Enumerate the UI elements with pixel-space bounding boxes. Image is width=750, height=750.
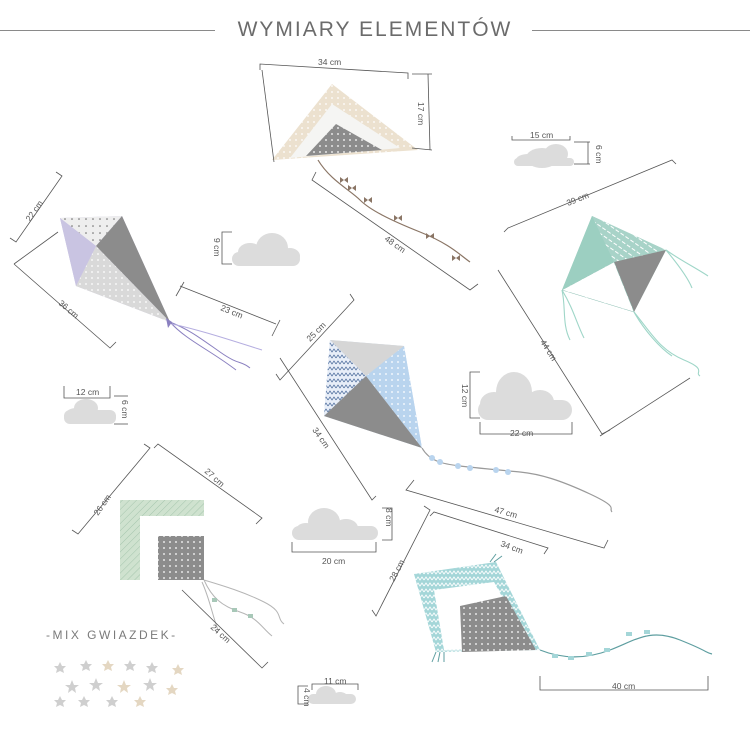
star-mix bbox=[54, 660, 184, 707]
lower-right-kite: 28 cm 34 cm 40 cm bbox=[371, 505, 713, 691]
top-kite-height-label: 17 cm bbox=[416, 102, 426, 125]
cloud-right-width-label: 22 cm bbox=[510, 428, 533, 438]
lower-right-kite-side-b-label: 34 cm bbox=[499, 538, 524, 555]
small-cloud: 12 cm 6 cm bbox=[63, 386, 130, 425]
cloud-right: 12 cm 22 cm bbox=[460, 371, 573, 438]
lower-left-kite-tail-label: 24 cm bbox=[209, 622, 233, 645]
cloud-left-height-label: 9 cm bbox=[212, 238, 222, 256]
left-kite-side-b-label: 36 cm bbox=[57, 298, 81, 321]
tiny-cloud-width-label: 11 cm bbox=[324, 676, 347, 686]
right-kite-side-b-label: 44 cm bbox=[538, 338, 559, 363]
header-rule-left bbox=[0, 30, 215, 31]
center-kite-tail-label: 47 cm bbox=[493, 504, 518, 520]
left-kite-tail-label: 23 cm bbox=[219, 303, 244, 321]
tiny-cloud-height-label: 4 cm bbox=[302, 688, 312, 706]
star-mix-label: -MIX GWIAZDEK- bbox=[46, 628, 178, 642]
small-cloud-width-label: 12 cm bbox=[76, 387, 99, 397]
top-kite: 34 cm 17 cm 48 cm bbox=[259, 57, 479, 291]
cloud-right-height-label: 12 cm bbox=[460, 384, 470, 407]
cloud-top-width-label: 15 cm bbox=[530, 130, 553, 140]
cloud-center: 20 cm 8 cm bbox=[291, 507, 394, 566]
center-kite-side-b-label: 34 cm bbox=[310, 425, 331, 450]
cloud-top-height-label: 6 cm bbox=[594, 145, 604, 163]
top-kite-tail-label: 48 cm bbox=[383, 233, 408, 254]
top-kite-width-label: 34 cm bbox=[318, 57, 341, 67]
tiny-cloud: 11 cm 4 cm bbox=[297, 676, 359, 706]
lower-right-kite-side-a-label: 28 cm bbox=[387, 558, 407, 583]
left-kite-side-a-label: 22 cm bbox=[23, 198, 44, 223]
right-kite: 39 cm 44 cm bbox=[497, 159, 709, 437]
lower-left-kite: 26 cm 27 cm 24 cm bbox=[71, 443, 285, 669]
page-title-text: WYMIARY ELEMENTÓW bbox=[223, 18, 527, 41]
left-kite: 22 cm 36 cm 23 cm bbox=[9, 171, 281, 371]
lower-left-kite-side-a-label: 26 cm bbox=[91, 492, 112, 517]
header-rule-right bbox=[532, 30, 750, 31]
cloud-center-height-label: 8 cm bbox=[384, 508, 394, 526]
right-kite-side-a-label: 39 cm bbox=[565, 190, 590, 208]
page-title: WYMIARY ELEMENTÓW bbox=[0, 18, 750, 42]
cloud-left: 9 cm bbox=[212, 231, 300, 266]
lower-left-kite-side-b-label: 27 cm bbox=[203, 466, 227, 489]
cloud-top: 15 cm 6 cm bbox=[511, 130, 604, 168]
small-cloud-height-label: 6 cm bbox=[120, 400, 130, 418]
cloud-center-width-label: 20 cm bbox=[322, 556, 345, 566]
lower-right-kite-tail-label: 40 cm bbox=[612, 681, 635, 691]
